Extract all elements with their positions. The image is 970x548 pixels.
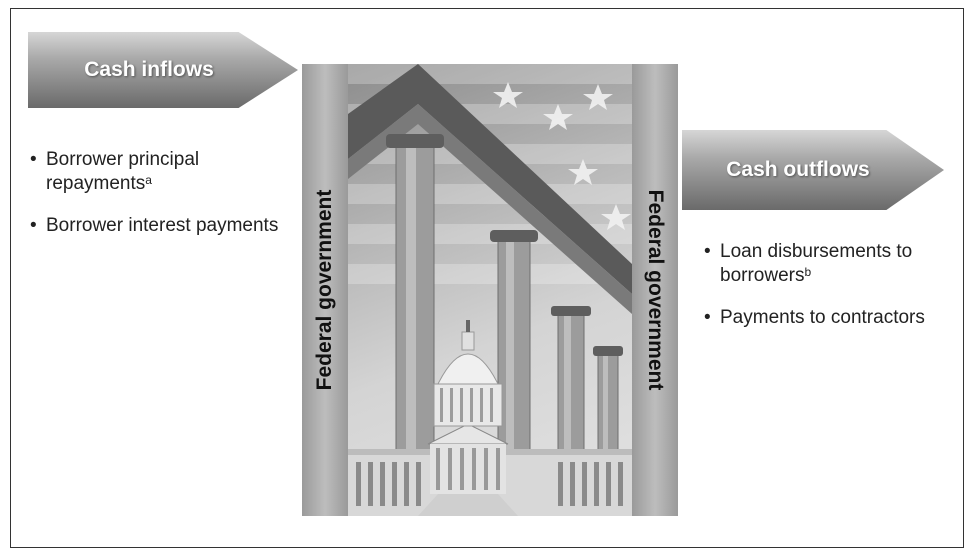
cash-inflows-title: Cash inflows (84, 58, 214, 81)
list-item-text: Borrower interest payments (46, 215, 279, 236)
capitol-illustration (348, 64, 632, 516)
band-label-left: Federal government (313, 189, 336, 391)
cash-inflows-list: Borrower principal repaymentsa Borrower … (30, 148, 280, 256)
cash-outflows-list: Loan disbursements to borrowersb Payment… (704, 240, 954, 348)
capitol-photo (348, 64, 632, 516)
list-item: Borrower principal repaymentsa (30, 148, 280, 196)
list-item: Loan disbursements to borrowersb (704, 240, 954, 288)
band-label-right: Federal government (644, 189, 667, 391)
list-item-text: Payments to contractors (720, 307, 925, 328)
list-item-text: Borrower principal repayments (46, 149, 200, 194)
list-item-text: Loan disbursements to borrowers (720, 241, 913, 286)
cash-inflows-arrow: Cash inflows (28, 32, 298, 108)
footnote-marker: a (145, 173, 152, 187)
federal-government-band-left: Federal government (302, 64, 348, 516)
cash-outflows-arrow: Cash outflows (682, 130, 944, 210)
list-item: Payments to contractors (704, 306, 954, 330)
list-item: Borrower interest payments (30, 214, 280, 238)
footnote-marker: b (804, 265, 812, 279)
federal-government-band-right: Federal government (632, 64, 678, 516)
cash-outflows-title: Cash outflows (726, 158, 870, 181)
